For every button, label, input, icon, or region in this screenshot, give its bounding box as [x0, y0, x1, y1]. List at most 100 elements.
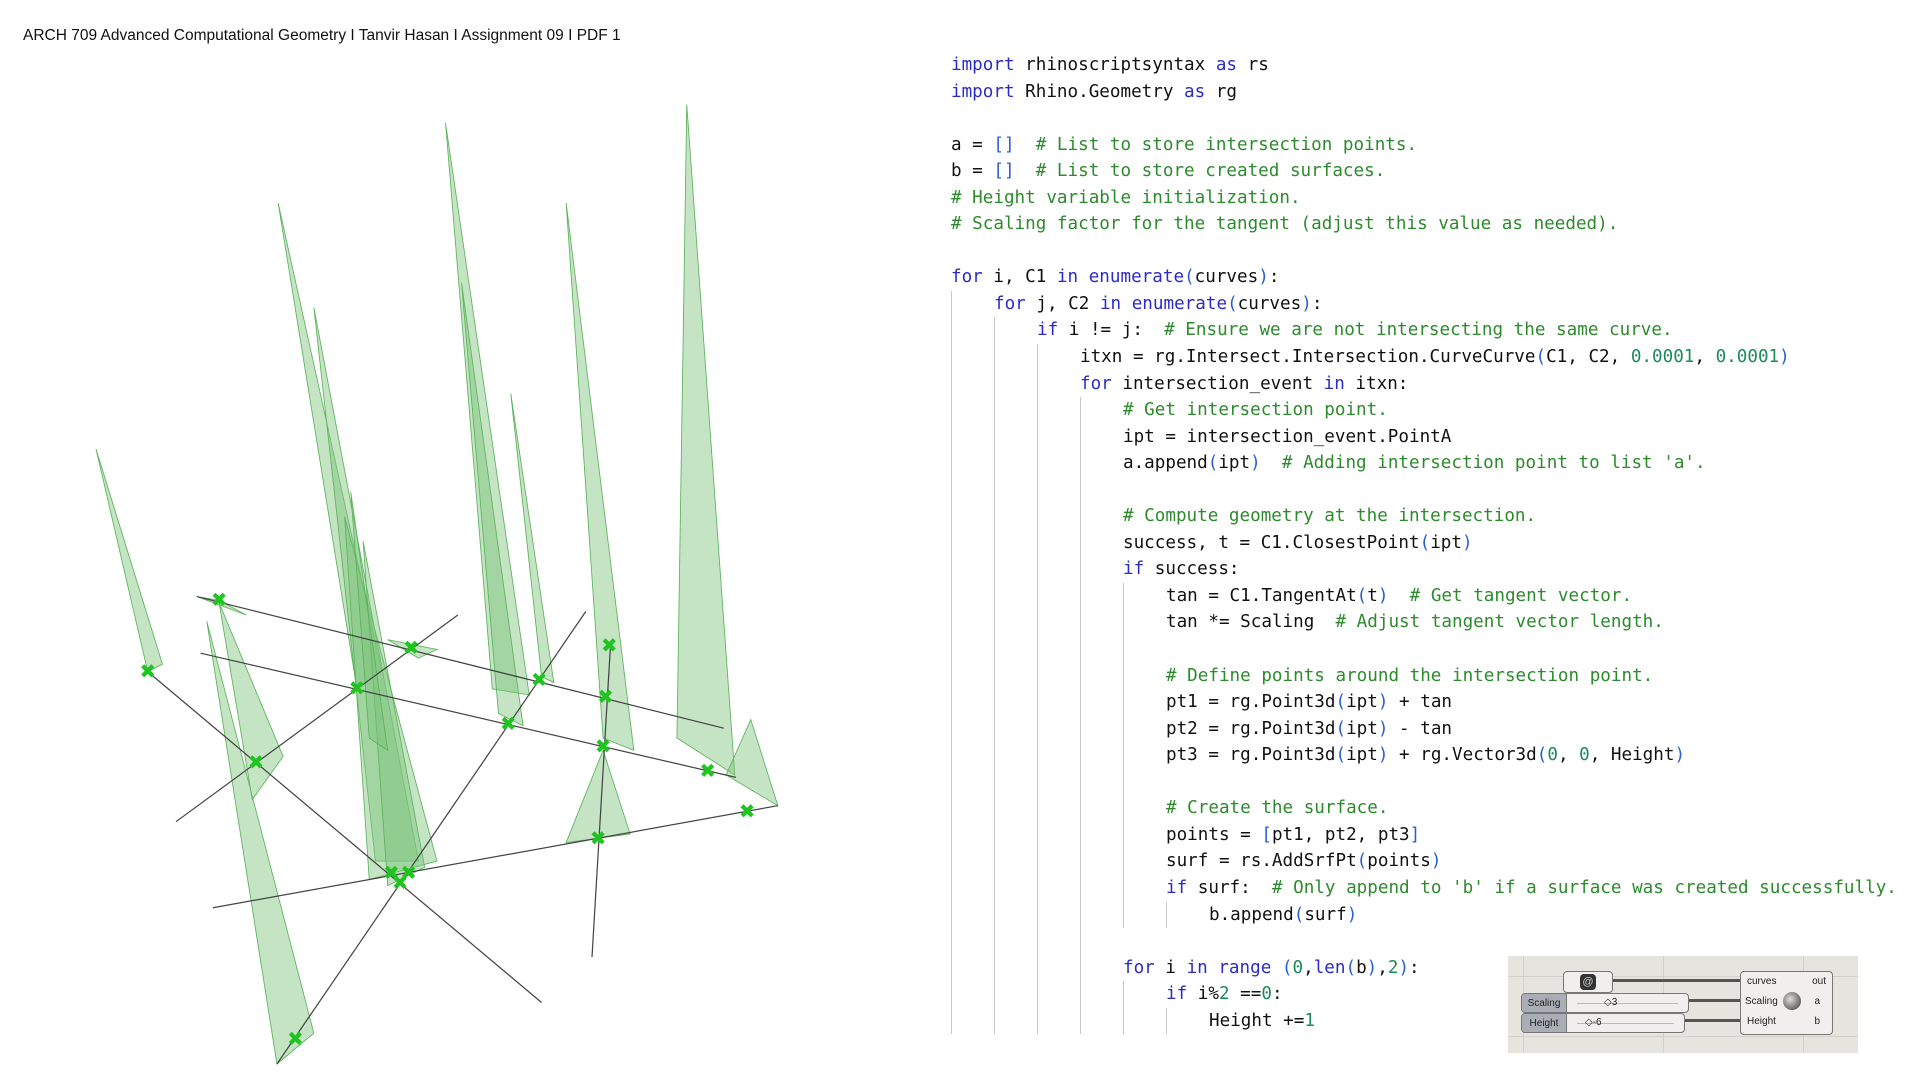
surface-triangle[interactable] — [362, 541, 426, 887]
surface-triangle[interactable] — [725, 718, 779, 807]
indent-guide — [1037, 476, 1080, 504]
code-text: : — [1409, 957, 1420, 978]
code-line: surf = rs.AddSrfPt(points) — [951, 848, 1897, 875]
intersection-point-marker[interactable]: ✖ — [590, 827, 606, 850]
intersection-point-marker[interactable]: ✖ — [349, 677, 365, 700]
code-line: b = [] # List to store created surfaces. — [951, 158, 1897, 185]
slider-value[interactable]: ◇-6 — [1585, 1017, 1602, 1028]
intersection-point-marker[interactable]: ✖ — [601, 634, 617, 657]
indent-guide — [951, 795, 994, 822]
code-keyword: as — [1184, 81, 1206, 102]
curve-line[interactable] — [196, 595, 724, 729]
surface-triangle[interactable] — [676, 104, 736, 776]
number-slider-scaling[interactable]: Scaling ◇3 — [1521, 993, 1689, 1013]
code-bracket: ) — [1366, 957, 1378, 978]
code-line: ipt = intersection_event.PointA — [951, 423, 1897, 451]
code-text: : — [1311, 293, 1323, 314]
indent-guide — [1080, 476, 1123, 504]
code-text: curves — [1194, 267, 1259, 288]
slider-track[interactable] — [1577, 1003, 1678, 1004]
indent-guide — [951, 609, 994, 637]
code-comment: # Compute geometry at the intersection. — [1123, 506, 1537, 527]
output-a[interactable]: a — [1814, 996, 1820, 1007]
input-scaling[interactable]: Scaling — [1745, 996, 1778, 1007]
code-bracket: ) — [1377, 585, 1389, 606]
curve-line[interactable] — [591, 645, 612, 958]
surface-triangle[interactable] — [350, 491, 389, 752]
indent-guide — [1037, 582, 1080, 610]
code-text: points — [1367, 851, 1431, 872]
rhino-3d-viewport[interactable]: ✖✖✖✖✖✖✖✖✖✖✖✖✖✖✖✖✖ — [0, 0, 960, 1080]
indent-guide — [1123, 768, 1166, 796]
code-line: # Height variable initialization. — [951, 185, 1897, 212]
intersection-point-marker[interactable]: ✖ — [211, 588, 227, 611]
intersection-point-marker[interactable]: ✖ — [383, 862, 399, 885]
indent-guide — [1037, 609, 1080, 637]
intersection-point-marker[interactable]: ✖ — [597, 686, 613, 709]
indent-guide — [951, 689, 994, 716]
indent-guide — [1080, 582, 1123, 610]
python-component[interactable]: curves Scaling Height out a b — [1740, 971, 1833, 1035]
python-script-icon — [1783, 992, 1801, 1010]
indent-guide — [951, 928, 994, 955]
intersection-point-marker[interactable]: ✖ — [287, 1028, 303, 1051]
code-text: tan *= Scaling — [1166, 612, 1336, 633]
intersection-point-marker[interactable]: ✖ — [699, 759, 715, 782]
intersection-point-marker[interactable]: ✖ — [595, 735, 611, 758]
code-comment: # Define points around the intersection … — [1166, 665, 1654, 686]
output-out[interactable]: out — [1812, 976, 1826, 987]
indent-guide — [1123, 609, 1166, 637]
slider-value[interactable]: ◇3 — [1604, 997, 1618, 1008]
code-comment: # Adding intersection point to list 'a'. — [1260, 453, 1706, 474]
intersection-point-marker[interactable]: ✖ — [403, 636, 419, 659]
surface-triangle[interactable] — [445, 122, 530, 696]
code-number: 2 — [1387, 957, 1399, 978]
intersection-point-marker[interactable]: ✖ — [392, 871, 408, 894]
grasshopper-canvas[interactable]: @ Scaling ◇3 Height ◇-6 curves Scaling H… — [1508, 956, 1858, 1053]
code-bracket: [] — [993, 161, 1015, 182]
output-b[interactable]: b — [1814, 1016, 1820, 1027]
code-text: surf — [1304, 904, 1347, 925]
surface-triangle[interactable] — [565, 202, 635, 752]
indent-guide — [951, 450, 994, 477]
surface-triangle[interactable] — [95, 448, 163, 673]
indent-guide — [1080, 423, 1123, 451]
indent-guide — [994, 450, 1037, 477]
input-height[interactable]: Height — [1747, 1016, 1776, 1027]
surface-triangle[interactable] — [196, 596, 247, 616]
code-text: ipt — [1218, 453, 1251, 474]
code-comment: # Height variable initialization. — [951, 187, 1301, 208]
intersection-point-marker[interactable]: ✖ — [500, 713, 516, 736]
code-line: itxn = rg.Intersect.Intersection.CurveCu… — [951, 344, 1897, 371]
indent-guide — [1080, 556, 1123, 583]
number-slider-height[interactable]: Height ◇-6 — [1521, 1013, 1685, 1033]
code-text: pt2 = rg.Point3d — [1166, 718, 1336, 739]
code-text: + tan — [1388, 692, 1453, 713]
intersection-point-marker[interactable]: ✖ — [139, 660, 155, 683]
curve-line[interactable] — [212, 805, 778, 909]
input-curves[interactable]: curves — [1747, 976, 1777, 987]
curve-line[interactable] — [200, 652, 737, 779]
indent-guide — [1166, 1007, 1209, 1035]
slider-track[interactable] — [1577, 1023, 1674, 1024]
indent-guide — [994, 503, 1037, 530]
surface-triangle[interactable] — [206, 621, 315, 1065]
intersection-point-marker[interactable]: ✖ — [739, 800, 755, 823]
surface-triangle[interactable] — [218, 602, 284, 801]
intersection-point-marker[interactable]: ✖ — [248, 751, 264, 774]
indent-guide — [994, 768, 1037, 796]
code-bracket: [] — [993, 134, 1015, 155]
code-bracket: ) — [1461, 532, 1473, 553]
surface-triangle[interactable] — [510, 393, 555, 684]
code-text: rg — [1205, 81, 1238, 102]
curve-line[interactable] — [276, 610, 587, 1065]
code-text: + rg.Vector3d — [1388, 745, 1537, 766]
code-line: tan = C1.TangentAt(t) # Get tangent vect… — [951, 582, 1897, 610]
indent-guide — [994, 848, 1037, 875]
curve-line[interactable] — [147, 671, 542, 1003]
intersection-point-marker[interactable]: ✖ — [400, 862, 416, 885]
curve-line[interactable] — [175, 614, 459, 823]
surface-triangle[interactable] — [461, 282, 524, 727]
intersection-point-marker[interactable]: ✖ — [531, 668, 547, 691]
curve-parameter[interactable]: @ — [1563, 971, 1613, 993]
